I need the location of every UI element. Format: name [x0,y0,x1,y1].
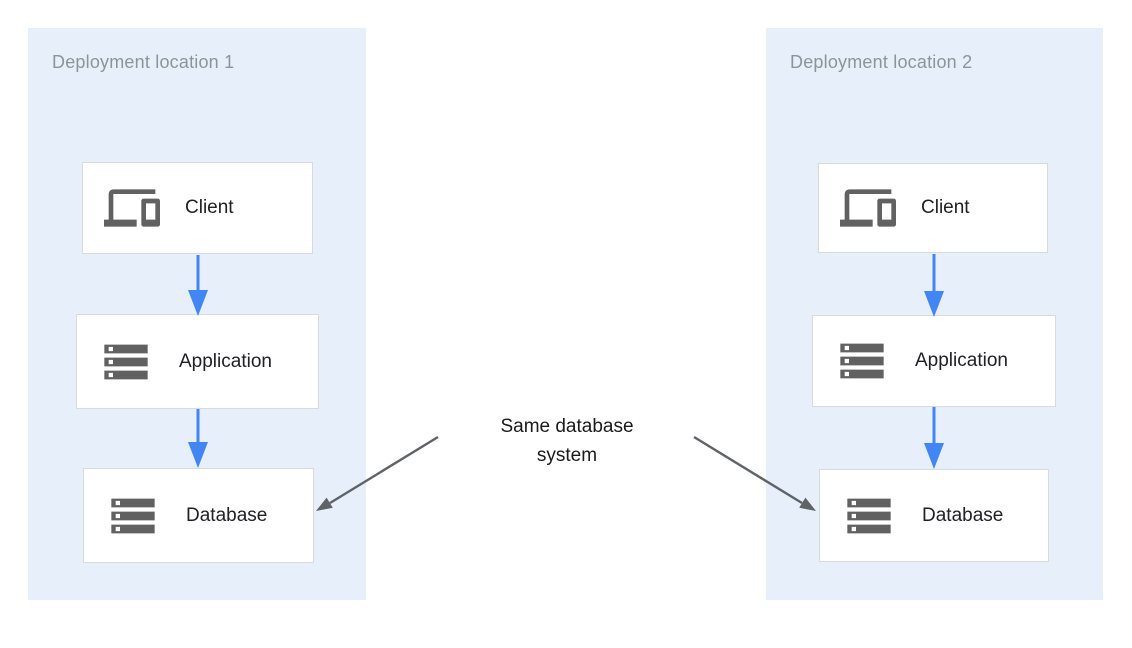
panel-deployment-location-1: Deployment location 1 Client Application [28,28,366,600]
server-stack-icon [104,490,162,542]
panel-title: Deployment location 2 [790,52,973,72]
annotation-line-2: system [536,445,598,466]
node-label: Database [186,504,268,526]
devices-icon [839,180,897,236]
annotation-same-database-system: Same database system [430,412,704,470]
node-client-1: Client [82,162,313,254]
server-stack-icon [840,490,898,542]
node-database-2: Database [819,469,1049,562]
panel-deployment-location-2: Deployment location 2 Client Application [766,28,1103,600]
node-label: Application [179,350,272,372]
server-stack-icon [97,336,155,388]
panel-title: Deployment location 1 [52,52,235,72]
node-label: Application [915,350,1008,371]
server-stack-icon [833,335,891,387]
node-application-1: Application [76,314,319,409]
node-label: Database [922,504,1004,526]
node-application-2: Application [812,315,1056,407]
node-client-2: Client [818,163,1048,253]
node-database-1: Database [83,468,314,563]
annotation-line-1: Same database [500,416,634,437]
node-label: Client [185,197,234,218]
devices-icon [103,180,161,236]
node-label: Client [921,197,970,218]
